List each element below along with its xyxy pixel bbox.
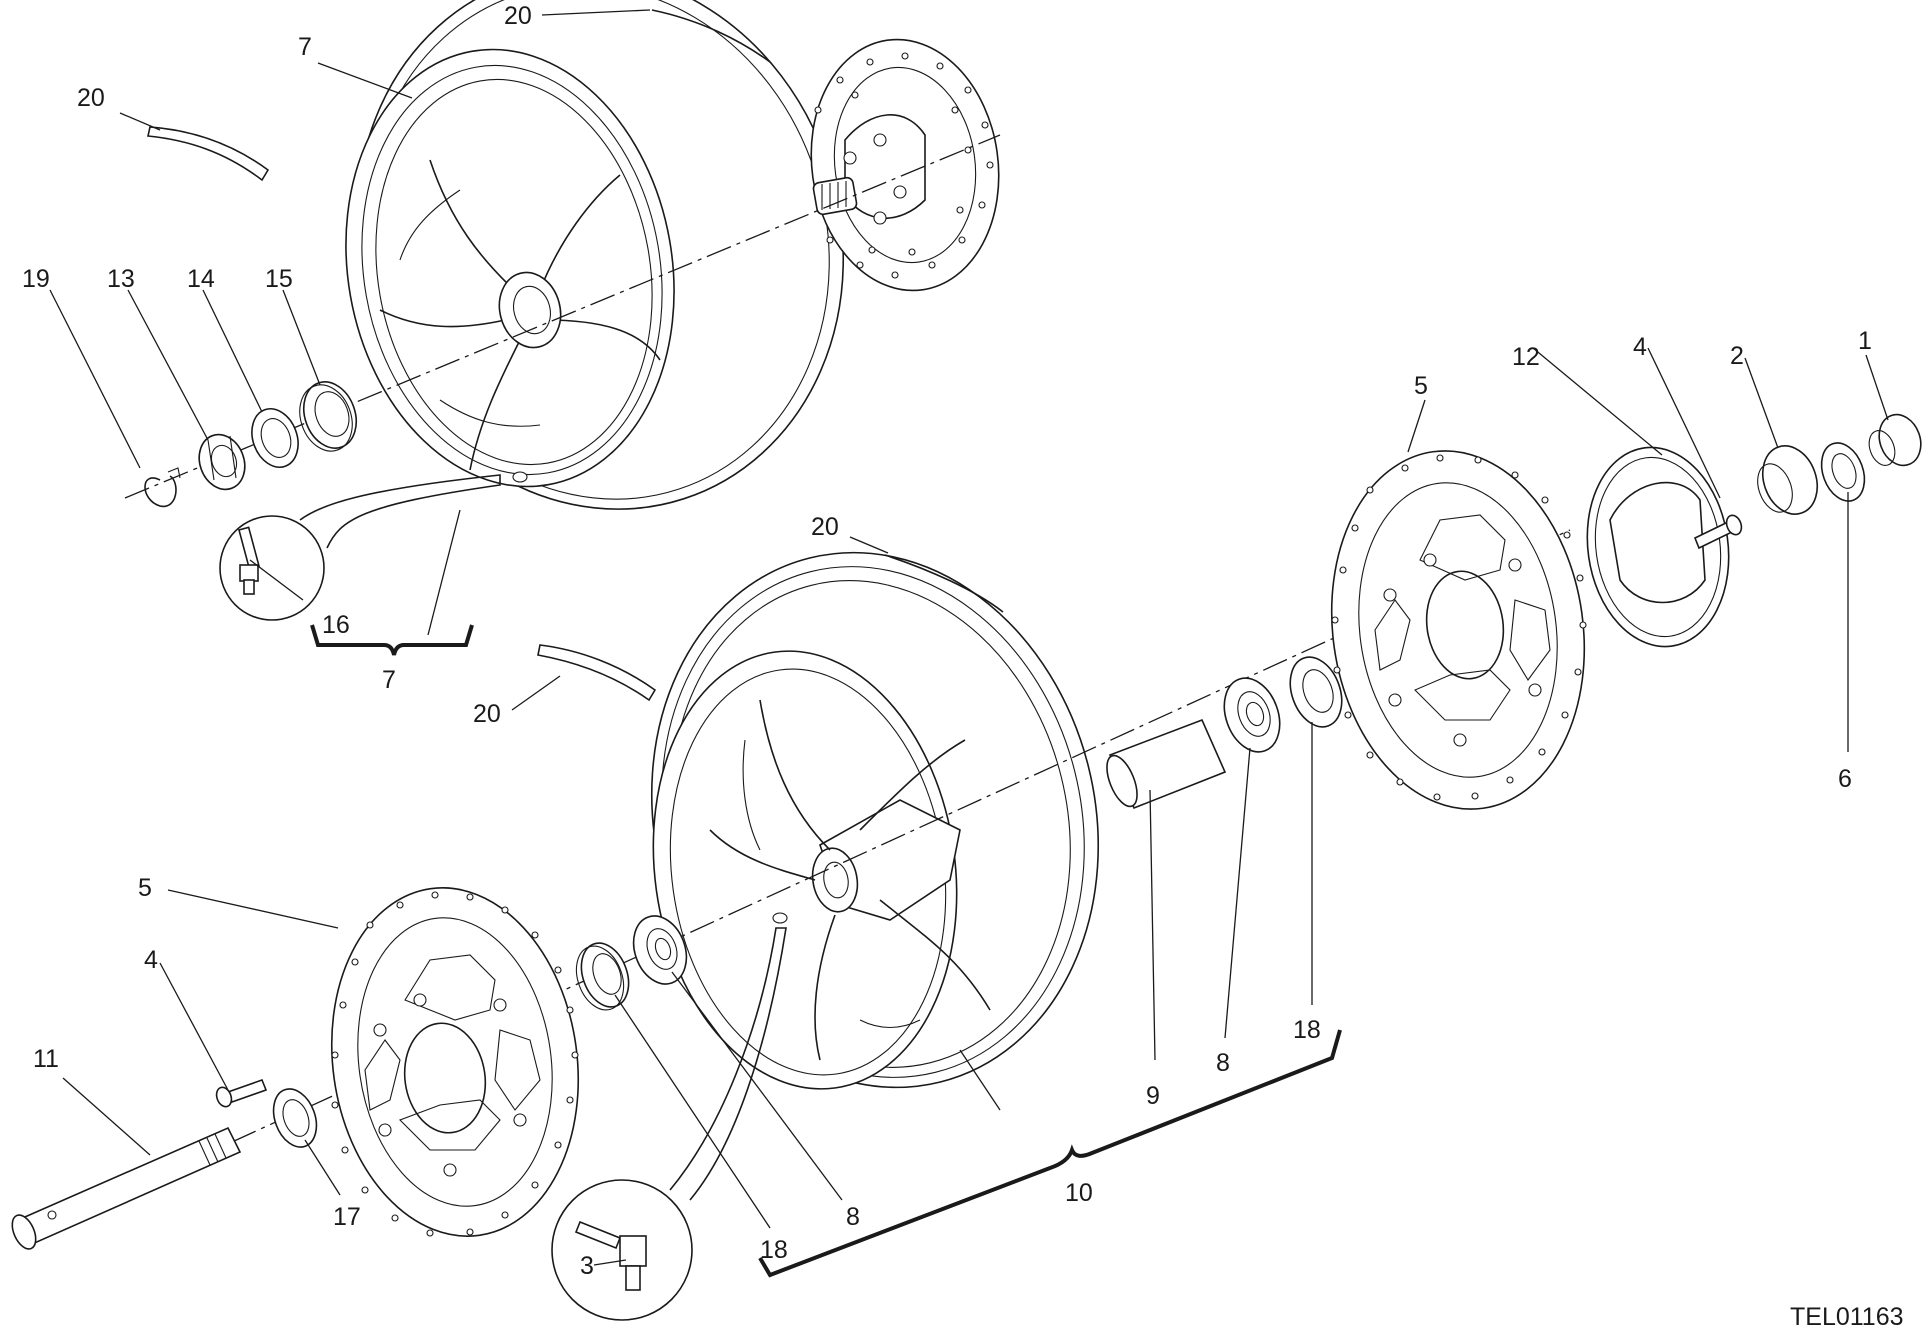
callout-6: 6 <box>1838 765 1852 793</box>
rear-spacer-14 <box>251 408 299 468</box>
rear-clip-19 <box>144 467 181 507</box>
front-wheel <box>650 551 1100 1090</box>
callout-labels: 1 2 3 4 4 5 5 6 7 7 8 8 9 10 11 12 13 14… <box>22 2 1872 1280</box>
callout-18-left: 18 <box>760 1236 788 1264</box>
front-valve-detail <box>551 927 787 1321</box>
front-washer-6 <box>1820 442 1866 502</box>
front-band-top <box>884 554 1004 613</box>
rear-nut-13 <box>198 433 246 491</box>
front-band-left <box>537 644 657 702</box>
callout-20-rear-left: 20 <box>77 84 105 112</box>
callout-4-right: 4 <box>1633 333 1647 361</box>
callout-12: 12 <box>1512 343 1540 371</box>
front-bolt-4-left <box>215 1078 268 1108</box>
rear-brake-disc <box>810 38 1000 292</box>
callout-8-left: 8 <box>846 1203 860 1231</box>
drawing-code: TEL01163 <box>1790 1303 1904 1331</box>
front-bearing-8-right <box>1223 677 1281 753</box>
callout-20-front-left: 20 <box>473 700 501 728</box>
rear-band-top <box>651 9 771 63</box>
rear-disc-holes <box>814 52 994 279</box>
front-bolt-4-right <box>1693 514 1743 550</box>
callout-5-right: 5 <box>1414 372 1428 400</box>
callout-8-right: 8 <box>1216 1049 1230 1077</box>
front-seal-18-right <box>1289 656 1343 728</box>
rear-wheel-brace <box>310 624 474 656</box>
front-nut-1 <box>1868 413 1922 467</box>
callout-17: 17 <box>333 1203 361 1231</box>
leader-lines <box>49 9 1889 1266</box>
front-bearing-8-left <box>632 915 688 985</box>
callout-20-rear-top: 20 <box>504 2 532 30</box>
callout-3: 3 <box>580 1252 594 1280</box>
rear-wheel <box>345 0 845 510</box>
front-axle-11 <box>11 1126 242 1250</box>
callout-16: 16 <box>322 611 350 639</box>
rear-band-left <box>147 126 270 182</box>
callout-4-left: 4 <box>144 946 158 974</box>
front-spacer-17 <box>272 1088 318 1148</box>
front-disc-left-holes <box>331 891 579 1237</box>
rear-valve-detail <box>219 474 501 621</box>
front-disc-right-holes <box>1331 454 1587 801</box>
callout-10: 10 <box>1065 1179 1093 1207</box>
callout-20-front-top: 20 <box>811 513 839 541</box>
callout-18-right: 18 <box>1293 1016 1321 1044</box>
front-spacer-tube-9 <box>1106 718 1227 810</box>
callout-13: 13 <box>107 265 135 293</box>
front-seal-18-left <box>575 942 630 1011</box>
abs-tone-ring <box>1586 446 1730 648</box>
callout-5-left: 5 <box>138 874 152 902</box>
callout-14: 14 <box>187 265 215 293</box>
rear-seal-15 <box>299 381 358 452</box>
callout-19: 19 <box>22 265 50 293</box>
front-disc-right <box>1330 450 1586 810</box>
callout-15: 15 <box>265 265 293 293</box>
callout-2: 2 <box>1730 342 1744 370</box>
callout-9: 9 <box>1146 1082 1160 1110</box>
callout-1: 1 <box>1858 327 1872 355</box>
front-spacer-2 <box>1757 445 1819 515</box>
callout-7-brace: 7 <box>382 666 396 694</box>
front-wheel-brace <box>758 1029 1342 1278</box>
callout-11: 11 <box>33 1045 59 1073</box>
front-disc-left <box>330 887 580 1237</box>
callout-7-top: 7 <box>298 33 312 61</box>
